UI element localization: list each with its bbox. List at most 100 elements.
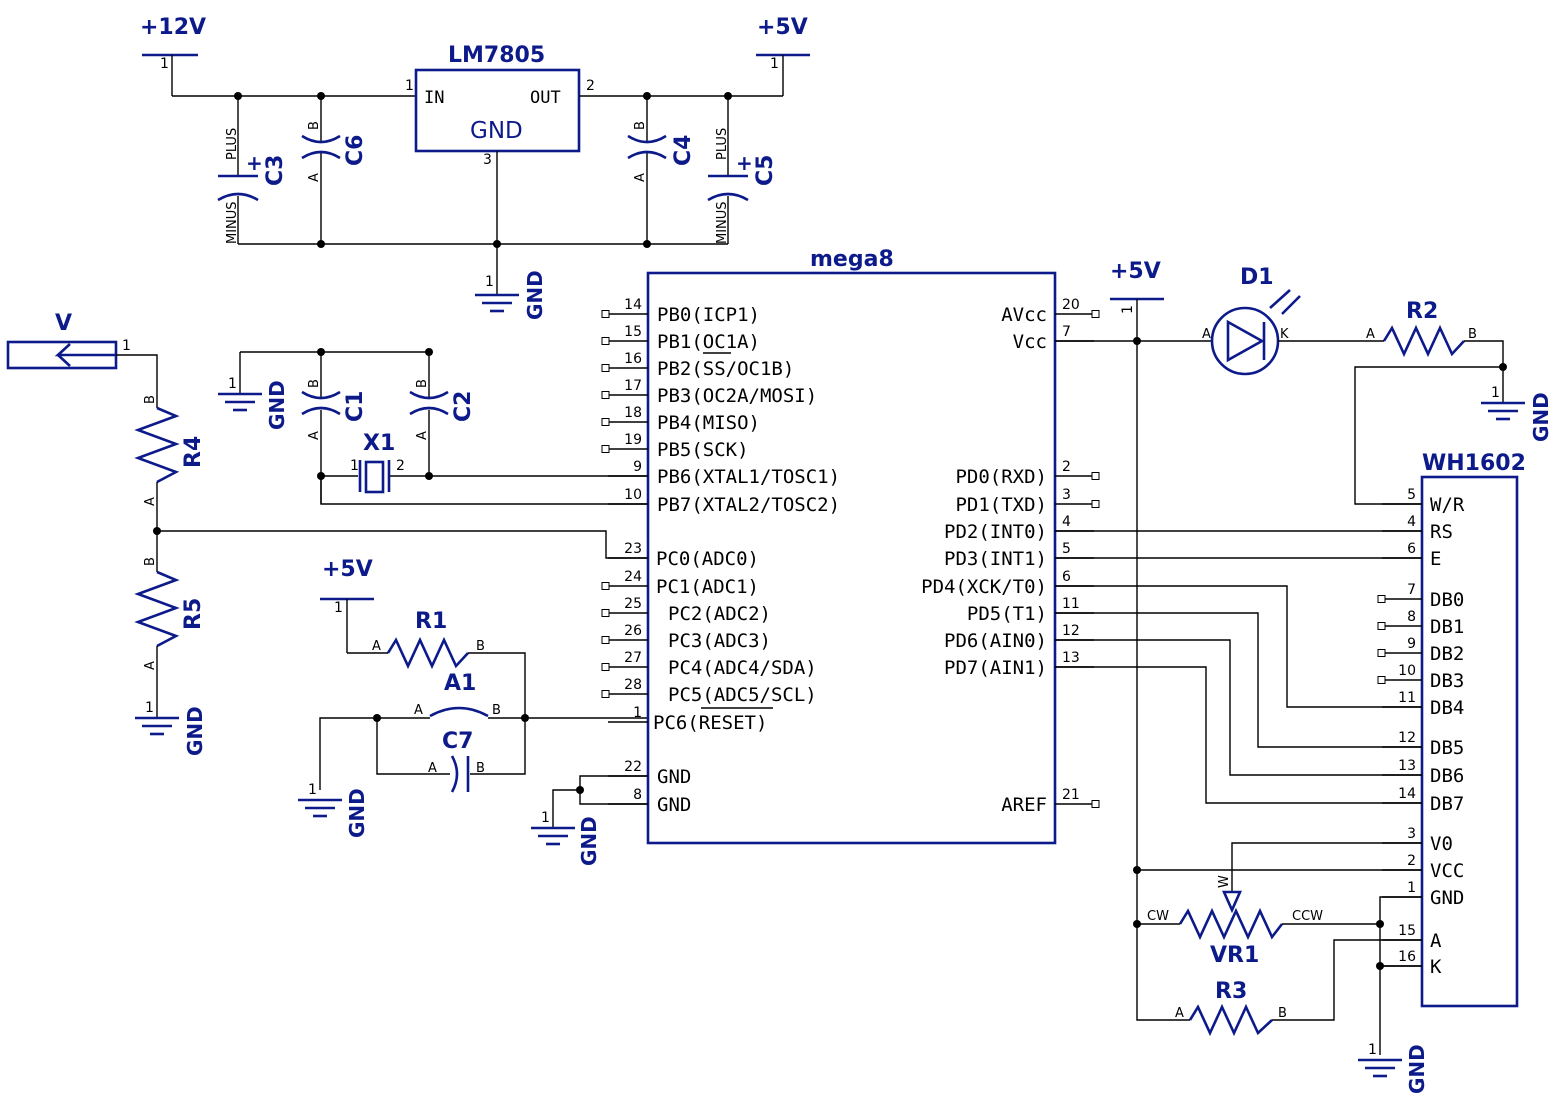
mcu-pin-label: PB6(XTAL1/TOSC1): [657, 466, 840, 488]
mcu-pin-label: PD6(AIN0): [944, 630, 1047, 652]
lcd-pin-label: DB5: [1430, 737, 1464, 759]
mcu-pin-15: 15 PB1(OC1A): [601, 324, 760, 353]
svg-text:B: B: [307, 379, 322, 388]
mcu-pin-number: 14: [624, 297, 642, 313]
mcu-pin-number: 22: [624, 759, 642, 775]
svg-text:1: 1: [160, 56, 169, 72]
svg-text:2: 2: [396, 458, 405, 474]
mcu-pin-label: PD5(T1): [967, 603, 1047, 625]
mcu-pin-label: PB1(OC1A): [657, 331, 760, 353]
mcu-pin-label: PC0(ADC0): [656, 548, 759, 570]
svg-text:1: 1: [308, 782, 317, 798]
svg-text:PLUS: PLUS: [225, 128, 240, 160]
svg-text:A: A: [143, 661, 158, 670]
svg-text:VR1: VR1: [1210, 943, 1259, 968]
gnd-crystal: 1 GND: [218, 376, 289, 430]
supply-5v-top: +5V 1: [756, 15, 810, 96]
lcd-pin-label: E: [1430, 548, 1441, 570]
lcd-pin-number: 7: [1407, 582, 1416, 598]
svg-text:+5V: +5V: [757, 15, 808, 40]
resistor-r2: A B R2: [1366, 299, 1477, 358]
svg-text:1: 1: [122, 338, 131, 354]
mcu-pin-number: 25: [624, 596, 642, 612]
svg-text:1: 1: [228, 376, 237, 392]
gnd-regulator: 1 GND: [475, 270, 547, 320]
mcu-pin-number: 27: [624, 650, 642, 666]
svg-text:A: A: [428, 761, 437, 776]
lcd-pin-number: 4: [1407, 514, 1416, 530]
regulator-ref: LM7805: [448, 43, 545, 68]
svg-text:A: A: [1202, 327, 1211, 342]
mcu-pin-27: 27 PC4(ADC4/SDA): [601, 650, 817, 679]
svg-text:B: B: [143, 395, 158, 404]
lcd-pin-label: DB6: [1430, 765, 1464, 787]
gnd-reset: 1 GND: [298, 782, 369, 838]
mcu-pin-label: PC2(ADC2): [668, 603, 771, 625]
lcd-pin-label: K: [1430, 956, 1442, 978]
lcd-pin-number: 13: [1398, 758, 1416, 774]
potentiometer-vr1: CW CCW W VR1: [1147, 875, 1323, 968]
svg-text:C7: C7: [442, 729, 473, 754]
mcu-pin-label: PC4(ADC4/SDA): [668, 657, 817, 679]
mcu-pin-number: 9: [633, 459, 642, 475]
mcu-pin-9: 9 PB6(XTAL1/TOSC1): [608, 459, 840, 488]
svg-text:V: V: [55, 311, 72, 336]
mcu-pin-label: PB7(XTAL2/TOSC2): [657, 494, 840, 516]
mcu-pin-number: 18: [624, 405, 642, 421]
svg-text:1: 1: [485, 274, 494, 290]
svg-text:+: +: [736, 151, 753, 175]
capacitor-c3: PLUS MINUS + C3: [217, 96, 288, 244]
lcd-pin-label: W/R: [1430, 494, 1465, 516]
svg-text:1: 1: [145, 700, 154, 716]
mcu-pin-label: PC1(ADC1): [656, 576, 759, 598]
mcu-pin-number: 6: [1062, 569, 1071, 585]
mcu-pin-label: PD1(TXD): [955, 494, 1047, 516]
lcd-pin-number: 1: [1407, 880, 1416, 896]
mcu-pin-number: 19: [624, 432, 642, 448]
capacitor-c4: B A C4: [627, 96, 696, 244]
svg-text:A1: A1: [444, 671, 476, 696]
mcu-pin-label: PC5(ADC5/SCL): [668, 684, 817, 706]
svg-text:GND: GND: [523, 270, 547, 320]
mcu-pin-label: PB3(OC2A/MOSI): [657, 385, 817, 407]
svg-text:GND: GND: [470, 118, 523, 144]
gnd-mcu: 1 GND: [531, 810, 601, 866]
lcd-pin-label: A: [1430, 930, 1442, 952]
svg-text:IN: IN: [424, 88, 444, 108]
lcd-pin-15: 15 A: [1382, 923, 1442, 952]
lcd-pin-9: 9 DB2: [1377, 636, 1464, 665]
svg-text:+5V: +5V: [1110, 259, 1161, 284]
lcd-pin-label: DB2: [1430, 643, 1464, 665]
mcu-pin-number: 15: [624, 324, 642, 340]
lcd-pin-number: 15: [1398, 923, 1416, 939]
mcu-pin-number: 5: [1062, 541, 1071, 557]
svg-text:B: B: [415, 379, 430, 388]
led-d1: A CW D1: [1202, 265, 1301, 376]
lcd-pin-number: 16: [1398, 949, 1416, 965]
svg-text:+: +: [246, 151, 263, 175]
svg-text:X1: X1: [363, 431, 395, 456]
lcd-pin-number: 9: [1407, 636, 1416, 652]
mcu-pin-label: PD0(RXD): [955, 466, 1047, 488]
led-k-label: K: [1280, 327, 1289, 342]
capacitor-c2: B A C2: [409, 352, 476, 476]
gnd-r5: 1 GND: [135, 700, 207, 756]
svg-text:A: A: [415, 431, 430, 440]
resistor-r5: B A R5: [134, 557, 206, 670]
